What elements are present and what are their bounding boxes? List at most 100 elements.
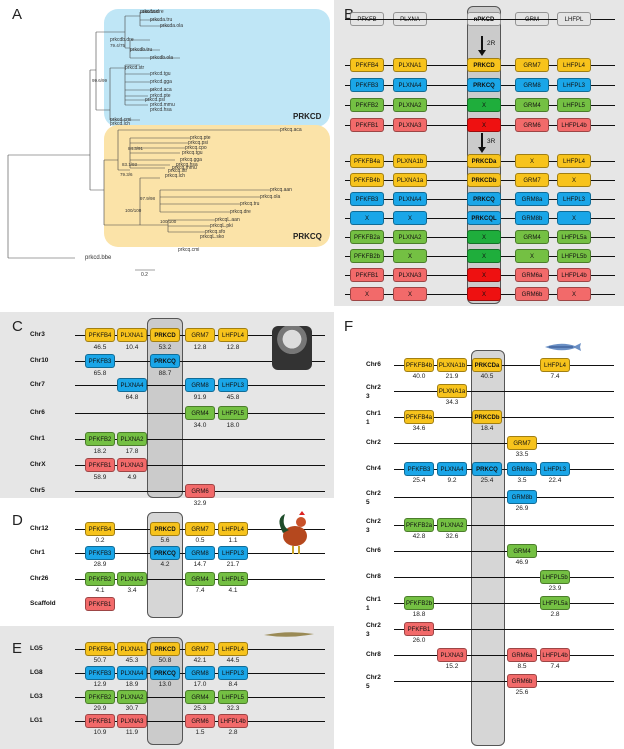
position-value: 7.4 bbox=[550, 663, 560, 670]
panel-letter-c: C bbox=[12, 318, 23, 335]
position-value: 2.8 bbox=[550, 611, 560, 618]
gene-box: X bbox=[557, 287, 591, 301]
prkcq-clade-background bbox=[104, 125, 330, 247]
gene-box: PFKFB2a bbox=[404, 518, 434, 532]
gene-box: LHFPL3 bbox=[218, 378, 248, 392]
chromosome-label: Chr1 bbox=[30, 549, 45, 556]
position-value: 11.9 bbox=[125, 729, 139, 736]
position-value: 12.8 bbox=[226, 344, 240, 351]
gene-box: PFKFB3 bbox=[350, 78, 384, 92]
gene-box: PFKFB2 bbox=[85, 432, 115, 446]
gene-box: X bbox=[467, 98, 501, 112]
gene-box: PLXNA2 bbox=[117, 572, 147, 586]
chromosome-label: Chr7 bbox=[30, 381, 45, 388]
position-value: 4.1 bbox=[228, 587, 238, 594]
gene-box: PRKCDa bbox=[472, 358, 502, 372]
tree-leaf: prkcd.aca bbox=[150, 87, 172, 93]
gene-box: X bbox=[467, 268, 501, 282]
position-value: 18.4 bbox=[480, 425, 494, 432]
chromosome-line bbox=[75, 465, 325, 466]
gene-box: LHFPL5b bbox=[557, 249, 591, 263]
gene-box: PLXNA4 bbox=[117, 666, 147, 680]
tree-leaf: prkcq.pte bbox=[190, 135, 211, 141]
position-value: 40.5 bbox=[480, 373, 494, 380]
gene-box: GRM6b bbox=[507, 674, 537, 688]
tree-leaf: prkcq.lch bbox=[165, 173, 186, 179]
gene-box: GRM7 bbox=[185, 328, 215, 342]
position-value: 4.2 bbox=[160, 561, 170, 568]
gene-box: GRM8 bbox=[185, 666, 215, 680]
gene-box: PLXNA1a bbox=[437, 384, 467, 398]
tree-leaf: prkcq.sfo bbox=[205, 229, 226, 235]
position-value: 9.2 bbox=[447, 477, 457, 484]
position-value: 33.5 bbox=[515, 451, 529, 458]
gene-box: X bbox=[467, 249, 501, 263]
darwin-portrait bbox=[272, 326, 312, 370]
gene-box: PFKFB3 bbox=[350, 192, 384, 206]
chromosome-label: Chr4 bbox=[366, 465, 381, 472]
gene-box: LHFPL5a bbox=[557, 230, 591, 244]
position-value: 65.8 bbox=[93, 370, 107, 377]
position-value: 10.4 bbox=[125, 344, 139, 351]
support-value: 99.6/99 bbox=[92, 78, 108, 83]
position-value: 8.4 bbox=[228, 681, 238, 688]
chromosome-label: Chr2 5 bbox=[366, 490, 381, 506]
gene-box: GRM4 bbox=[515, 230, 549, 244]
position-value: 12.9 bbox=[93, 681, 107, 688]
position-value: 18.8 bbox=[412, 611, 426, 618]
gene-box: PRKCQ bbox=[150, 666, 180, 680]
tree-leaf: prkcq.str bbox=[168, 168, 188, 174]
gene-box: PLXNA4 bbox=[117, 378, 147, 392]
gene-box: LHFPL4b bbox=[540, 648, 570, 662]
position-value: 2.8 bbox=[228, 729, 238, 736]
tree-leaf: prkcq.cmi bbox=[178, 247, 200, 253]
chromosome-label: Chr2 3 bbox=[366, 622, 381, 638]
position-value: 18.2 bbox=[93, 448, 107, 455]
gene-box: PFKFB4 bbox=[85, 522, 115, 536]
chromosome-line bbox=[394, 603, 614, 604]
prkcd-clade-label: PRKCD bbox=[293, 112, 322, 121]
gene-box: PRKCDa bbox=[467, 154, 501, 168]
support-value: 79.3/6 bbox=[120, 172, 133, 177]
position-value: 44.5 bbox=[226, 657, 240, 664]
gene-box: PLXNA3 bbox=[117, 458, 147, 472]
position-value: 25.4 bbox=[480, 477, 494, 484]
gene-box: X bbox=[393, 211, 427, 225]
gene-box: PLXNA4 bbox=[393, 78, 427, 92]
panel-letter-b: B bbox=[344, 6, 355, 23]
chromosome-line bbox=[394, 443, 614, 444]
position-value: 28.9 bbox=[93, 561, 107, 568]
position-value: 15.2 bbox=[445, 663, 459, 670]
chromosome-label: LG3 bbox=[30, 693, 43, 700]
gene-box: PFKFB4a bbox=[404, 410, 434, 424]
prkcd-clade-background bbox=[104, 9, 330, 127]
tree-leaf: prkcd.pte bbox=[150, 93, 171, 99]
tree-leaf: prkcq.tgu bbox=[182, 150, 203, 156]
chromosome-label: Chr1 bbox=[30, 435, 45, 442]
panel-letter-d: D bbox=[12, 512, 23, 529]
gene-box: LHFPL3 bbox=[540, 462, 570, 476]
chromosome-line bbox=[75, 439, 325, 440]
chromosome-label: Chr2 3 bbox=[366, 518, 381, 534]
zebrafish-illustration bbox=[543, 340, 583, 352]
chromosome-label: Chr6 bbox=[366, 361, 381, 368]
gene-box: PRKCD bbox=[150, 522, 180, 536]
gene-box: LHFPL4 bbox=[218, 642, 248, 656]
gene-box: PRKCQ bbox=[150, 546, 180, 560]
tree-leaf: prkcq.dre bbox=[230, 209, 251, 215]
gene-box: LHFPL4 bbox=[218, 522, 248, 536]
tree-leaf: prkcda.dre bbox=[140, 9, 164, 15]
chromosome-label: Scaffold bbox=[30, 600, 56, 607]
gene-box: PFKFB4 bbox=[350, 58, 384, 72]
chromosome-label: LG5 bbox=[30, 645, 43, 652]
gene-box: GRM4 bbox=[515, 98, 549, 112]
gene-box: LHFPL5 bbox=[557, 98, 591, 112]
gene-box: PLXNA3 bbox=[393, 268, 427, 282]
gene-box: PFKFB3 bbox=[85, 354, 115, 368]
gene-box: X bbox=[557, 211, 591, 225]
gene-box: PFKFB1 bbox=[350, 268, 384, 282]
gene-box: LHFPL3 bbox=[557, 192, 591, 206]
gene-box: LHFPL4 bbox=[218, 328, 248, 342]
gene-box: PLXNA2 bbox=[117, 690, 147, 704]
scale-bar-label: 0.2 bbox=[141, 272, 148, 278]
